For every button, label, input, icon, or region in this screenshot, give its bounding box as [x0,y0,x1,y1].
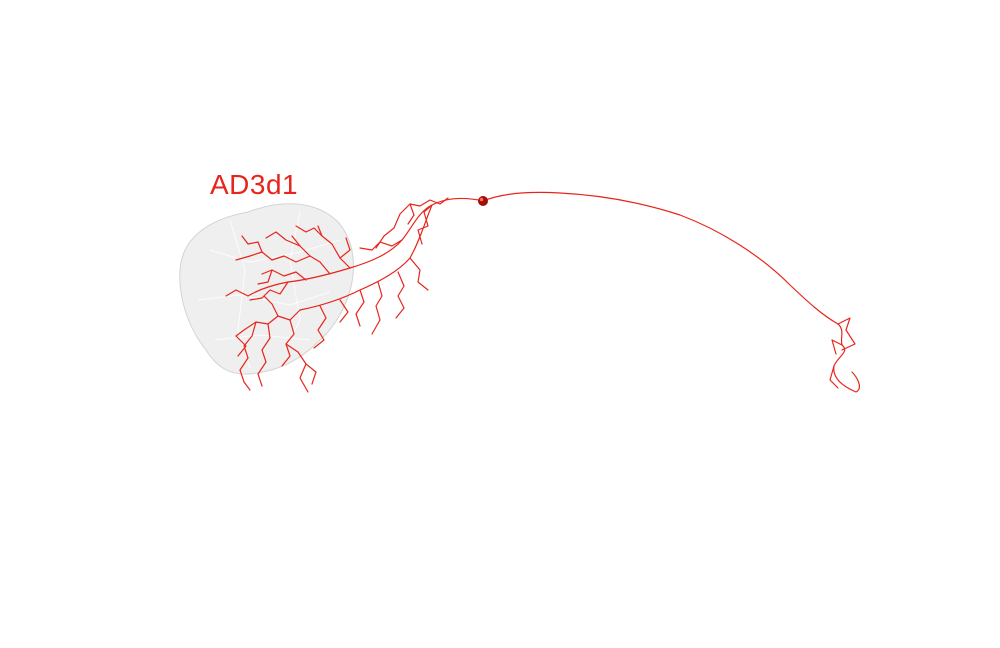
neuropil-facet [197,291,331,306]
soma-body [478,196,488,206]
primary-neurite [247,197,484,297]
dendrite [375,203,411,249]
dendrite [261,269,307,281]
neuropil-facet [209,239,341,263]
soma [478,196,488,206]
dendrite [263,295,279,317]
dendrite [257,269,273,285]
dendrite [407,197,449,225]
dendrite [339,237,351,259]
neuron-label: AD3d1 [210,169,299,200]
axon-branch [831,339,843,355]
dendrite [409,257,429,291]
dendrite [359,239,403,251]
axon-arbor [482,191,860,393]
dendrite [395,271,405,319]
dendrite [239,321,257,391]
dendrite [305,363,317,385]
dendrite [257,323,271,387]
dendrite [371,281,383,335]
dendrite [265,231,301,247]
dendrite [235,251,311,263]
dendrite [241,235,263,253]
primary-neurite [299,204,433,311]
dendrite [355,289,365,327]
axon-branch [837,317,856,351]
axon-branch [829,365,839,389]
neuropil-mesh [179,203,354,375]
dendrite [235,335,247,357]
dendrite [225,289,249,297]
neuropil-facet [214,334,311,341]
dendrite [317,225,351,269]
soma-highlight [479,197,484,202]
dendrite [249,281,289,301]
dendrite [339,299,349,323]
dendrite [295,225,323,237]
dendrite [313,305,327,349]
neuropil-shape [179,203,354,375]
dendrite [417,204,433,245]
neuron-skeleton [225,191,860,393]
